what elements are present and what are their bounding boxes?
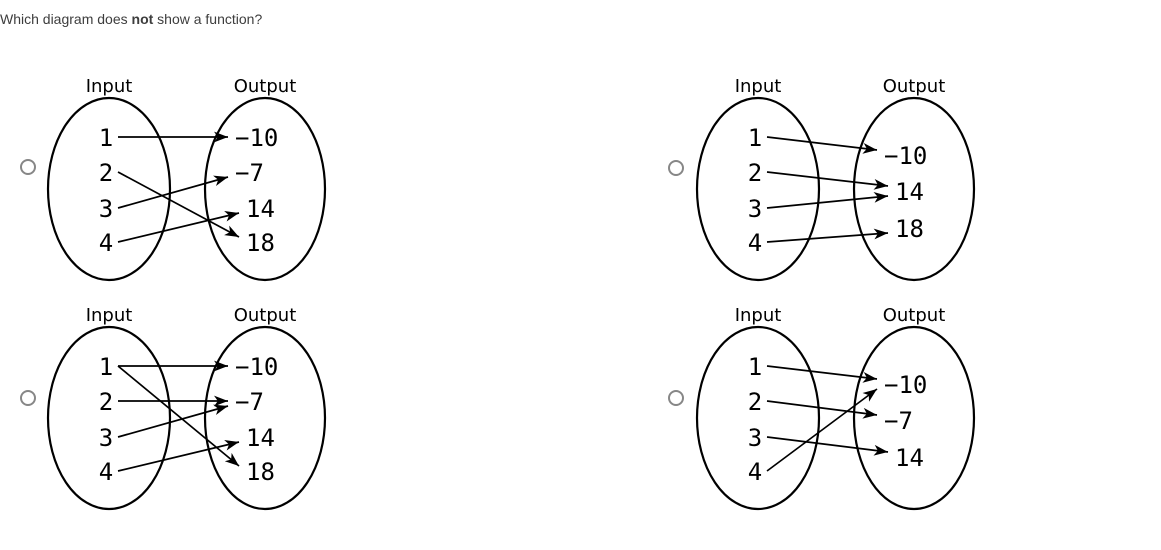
input-value: 2 xyxy=(99,388,113,416)
mapping-arrow xyxy=(766,171,889,190)
question-text: Which diagram does not show a function? xyxy=(0,10,262,29)
mapping-arrow xyxy=(766,136,878,154)
mapping-arrow xyxy=(117,171,240,238)
radio-option-c[interactable] xyxy=(20,390,36,406)
output-set-ellipse xyxy=(203,325,327,511)
input-value: 1 xyxy=(99,353,113,381)
output-value: 14 xyxy=(246,195,275,223)
output-value: −7 xyxy=(235,159,264,187)
mapping-arrow xyxy=(117,211,240,243)
output-value: 18 xyxy=(246,458,275,486)
output-value: −10 xyxy=(235,353,278,381)
output-value: 18 xyxy=(246,229,275,257)
input-set-ellipse xyxy=(46,96,172,282)
input-value: 3 xyxy=(99,424,113,452)
input-value: 2 xyxy=(748,159,762,187)
output-label: Output xyxy=(883,76,946,97)
mapping-arrow xyxy=(766,436,889,456)
input-label: Input xyxy=(86,76,133,97)
mapping-arrow xyxy=(117,175,229,209)
mapping-diagram-c: Input Output 1 2 3 4 −10 −7 14 18 xyxy=(46,305,327,511)
output-set-ellipse xyxy=(852,325,976,511)
input-value: 1 xyxy=(99,124,113,152)
input-value: 3 xyxy=(748,424,762,452)
input-value: 3 xyxy=(748,195,762,223)
output-label: Output xyxy=(234,305,297,326)
output-value: −10 xyxy=(235,124,278,152)
output-value: −10 xyxy=(884,371,927,399)
input-label: Input xyxy=(735,305,782,326)
input-set-ellipse xyxy=(695,325,821,511)
output-value: −7 xyxy=(884,407,913,435)
mapping-arrow xyxy=(117,404,229,438)
input-value: 4 xyxy=(748,229,762,257)
input-value: 4 xyxy=(99,458,113,486)
output-value: 14 xyxy=(895,444,924,472)
question-prefix: Which diagram does xyxy=(0,11,132,27)
output-set-ellipse xyxy=(852,96,976,282)
mapping-arrow xyxy=(766,228,889,243)
mapping-arrow xyxy=(766,192,889,209)
output-value: −10 xyxy=(884,142,927,170)
mapping-arrow xyxy=(117,440,240,472)
question-suffix: show a function? xyxy=(153,11,263,27)
mapping-arrow xyxy=(117,365,240,467)
input-set-ellipse xyxy=(46,325,172,511)
output-value: −7 xyxy=(235,388,264,416)
mapping-diagram-d: Input Output 1 2 3 4 −10 −7 14 xyxy=(695,305,976,511)
input-value: 2 xyxy=(99,159,113,187)
radio-option-a[interactable] xyxy=(20,159,36,175)
output-value: 14 xyxy=(246,424,275,452)
mapping-arrow xyxy=(766,365,878,383)
input-label: Input xyxy=(735,76,782,97)
input-value: 1 xyxy=(748,124,762,152)
radio-option-b[interactable] xyxy=(668,160,684,176)
radio-option-d[interactable] xyxy=(668,390,684,406)
input-value: 2 xyxy=(748,388,762,416)
mapping-arrow xyxy=(766,388,878,472)
output-value: 14 xyxy=(895,178,924,206)
input-label: Input xyxy=(86,305,133,326)
input-value: 3 xyxy=(99,195,113,223)
mapping-arrow xyxy=(766,400,878,419)
output-label: Output xyxy=(883,305,946,326)
output-value: 18 xyxy=(895,215,924,243)
mapping-diagram-b: Input Output 1 2 3 4 −10 14 18 xyxy=(695,76,976,282)
input-value: 4 xyxy=(99,229,113,257)
output-set-ellipse xyxy=(203,96,327,282)
input-value: 1 xyxy=(748,353,762,381)
mapping-diagram-a: Input Output 1 2 3 4 −10 −7 14 18 xyxy=(46,76,327,282)
question-bold-word: not xyxy=(131,11,154,27)
input-set-ellipse xyxy=(695,96,821,282)
input-value: 4 xyxy=(748,458,762,486)
output-label: Output xyxy=(234,76,297,97)
